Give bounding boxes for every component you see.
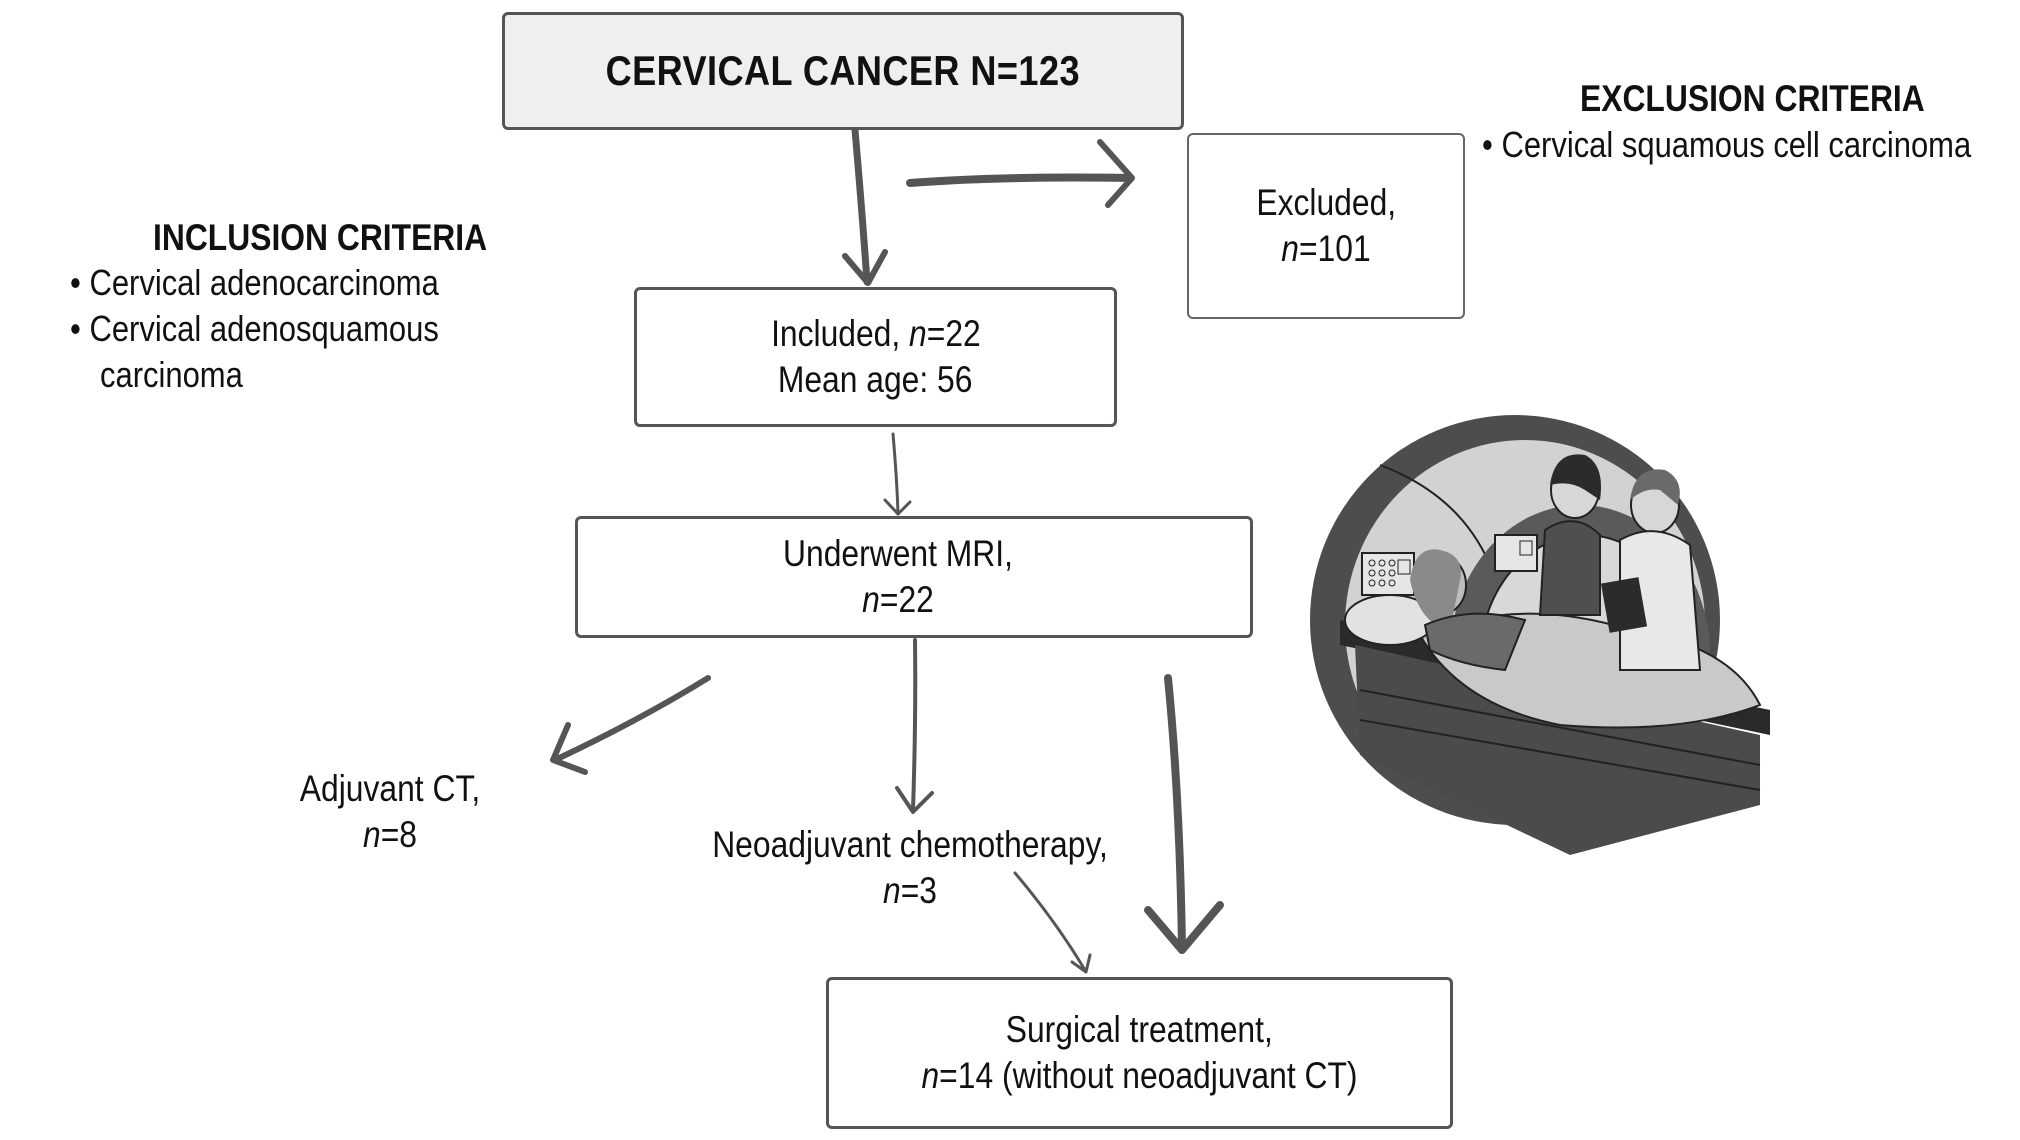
bore-control-panel-icon	[1494, 534, 1538, 572]
included-count: Included, n=22	[771, 311, 981, 357]
included-value: =22	[926, 313, 981, 354]
surgical-label: Surgical treatment,	[1005, 1009, 1274, 1050]
bullet-icon: •	[1482, 124, 1493, 165]
mri-scanner-illustration	[1310, 415, 1770, 855]
mri-value: =22	[879, 579, 934, 620]
arrowhead-mri-to-adjuvant	[550, 722, 588, 775]
inclusion-criteria-item-continued: carcinoma	[100, 354, 243, 396]
patient-figure	[1410, 549, 1527, 672]
surgical-count: n=14 (without neoadjuvant CT)	[921, 1053, 1357, 1099]
adjuvant-label: Adjuvant CT,	[299, 768, 481, 809]
arrow-mri-to-adjuvant	[552, 675, 711, 763]
doctor-figure	[1600, 469, 1702, 671]
neoadjuvant-count: n=3	[712, 868, 1108, 914]
mri-label: Underwent MRI,	[783, 533, 1013, 574]
bullet-icon: •	[70, 262, 81, 303]
arrow-top-to-included	[851, 126, 871, 286]
inclusion-item-text: Cervical adenosquamous	[89, 308, 439, 349]
scanner-control-panel-icon	[1361, 552, 1415, 596]
exclusion-criteria-item: • Cervical squamous cell carcinoma	[1482, 124, 1971, 166]
mri-count: n=22	[769, 577, 1027, 623]
neoadjuvant-chemotherapy-node: Neoadjuvant chemotherapy, n=3	[680, 822, 1140, 914]
n-symbol: n	[1281, 228, 1300, 269]
arrowhead-top-to-excluded	[1097, 139, 1135, 208]
n-symbol: n	[862, 579, 880, 620]
n-symbol: n	[921, 1055, 940, 1096]
arrowhead-mri-to-surgical	[1144, 901, 1224, 954]
arrowhead-neoadjuvant-to-surgical	[1070, 953, 1092, 974]
bed-side	[1355, 645, 1760, 855]
arrow-mri-to-neoadjuvant	[911, 638, 918, 812]
surgical-treatment-box: Surgical treatment, n=14 (without neoadj…	[826, 977, 1453, 1129]
included-box: Included, n=22 Mean age: 56	[634, 287, 1117, 427]
scanner-seam	[1379, 464, 1491, 566]
arrowhead-mri-to-neoadjuvant	[895, 786, 934, 814]
cervical-cancer-title: CERVICAL CANCER N=123	[605, 47, 1081, 94]
exclusion-item-text: Cervical squamous cell carcinoma	[1501, 124, 1972, 165]
included-label: Included,	[770, 313, 909, 354]
adjuvant-value: =8	[380, 814, 417, 855]
excluded-label: Excluded,	[1256, 182, 1396, 223]
arrow-included-to-mri	[891, 432, 900, 516]
nurse-figure	[1538, 454, 1601, 616]
inclusion-criteria-title: INCLUSION CRITERIA	[153, 217, 488, 258]
inclusion-criteria-item: • Cervical adenocarcinoma	[70, 262, 439, 304]
inclusion-item-text: Cervical adenocarcinoma	[89, 262, 439, 303]
excluded-count: n=101	[1281, 226, 1370, 272]
inclusion-criteria-item: • Cervical adenosquamous	[70, 308, 439, 350]
inclusion-item-text: carcinoma	[100, 354, 243, 395]
bullet-icon: •	[70, 308, 81, 349]
n-symbol: n	[883, 870, 901, 911]
underwent-mri-box: Underwent MRI, n=22	[575, 516, 1253, 638]
arrowhead-top-to-included	[842, 249, 888, 286]
surgical-value: =14 (without neoadjuvant CT)	[939, 1055, 1358, 1096]
adjuvant-count: n=8	[278, 812, 502, 858]
neoadjuvant-label: Neoadjuvant chemotherapy,	[712, 824, 1108, 865]
arrow-top-to-excluded	[906, 173, 1134, 187]
cervical-cancer-box: CERVICAL CANCER N=123	[502, 12, 1184, 130]
arrow-neoadjuvant-to-surgical	[1013, 871, 1087, 972]
n-symbol: n	[363, 814, 381, 855]
mean-age: Mean age: 56	[778, 359, 973, 400]
excluded-box: Excluded, n=101	[1187, 133, 1465, 319]
adjuvant-ct-node: Adjuvant CT, n=8	[260, 766, 520, 858]
arrowhead-included-to-mri	[883, 498, 912, 516]
excluded-value: =101	[1299, 228, 1371, 269]
arrow-mri-to-surgical	[1164, 674, 1186, 954]
neoadjuvant-value: =3	[900, 870, 937, 911]
n-symbol: n	[908, 313, 927, 354]
exclusion-criteria-title: EXCLUSION CRITERIA	[1580, 78, 1925, 119]
clipboard	[1600, 577, 1648, 633]
